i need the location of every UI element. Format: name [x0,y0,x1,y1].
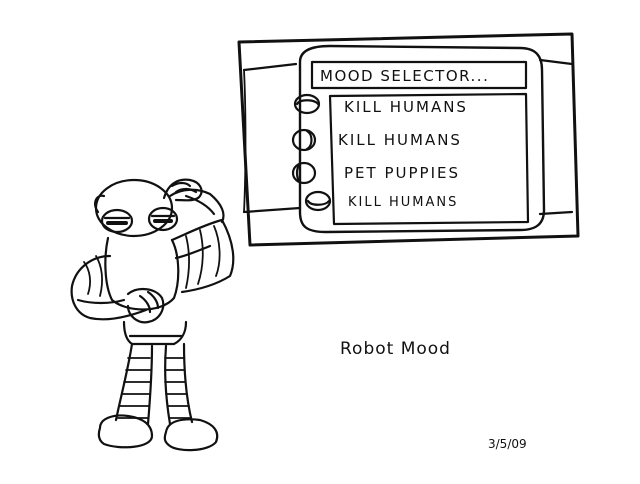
mood-selector-title: MOOD SELECTOR... [320,67,489,85]
mood-knob-1-icon[interactable] [293,93,321,115]
robot-torso [104,236,180,311]
comic-caption: Robot Mood [340,339,451,359]
mood-option-4-label[interactable]: KILL HUMANS [348,195,458,210]
mood-knob-4-icon[interactable] [304,190,332,212]
robot-right-eye-icon [147,206,179,232]
mood-options-box [328,92,530,226]
mood-option-1-label[interactable]: KILL HUMANS [344,98,468,116]
robot-left-eye-icon [100,208,134,234]
comic-date: 3/5/09 [488,437,527,451]
mood-knob-3-icon[interactable] [291,161,317,185]
mood-option-2-label[interactable]: KILL HUMANS [338,131,462,149]
robot-waist [122,320,188,346]
mood-option-3-label[interactable]: PET PUPPIES [344,164,460,182]
robot-figure [70,178,235,452]
wall-screen [237,32,580,247]
robot-left-leg [97,342,154,449]
mood-selector-title-box [310,60,528,90]
mood-knob-2-icon[interactable] [291,128,317,152]
robot-right-leg [163,342,219,452]
